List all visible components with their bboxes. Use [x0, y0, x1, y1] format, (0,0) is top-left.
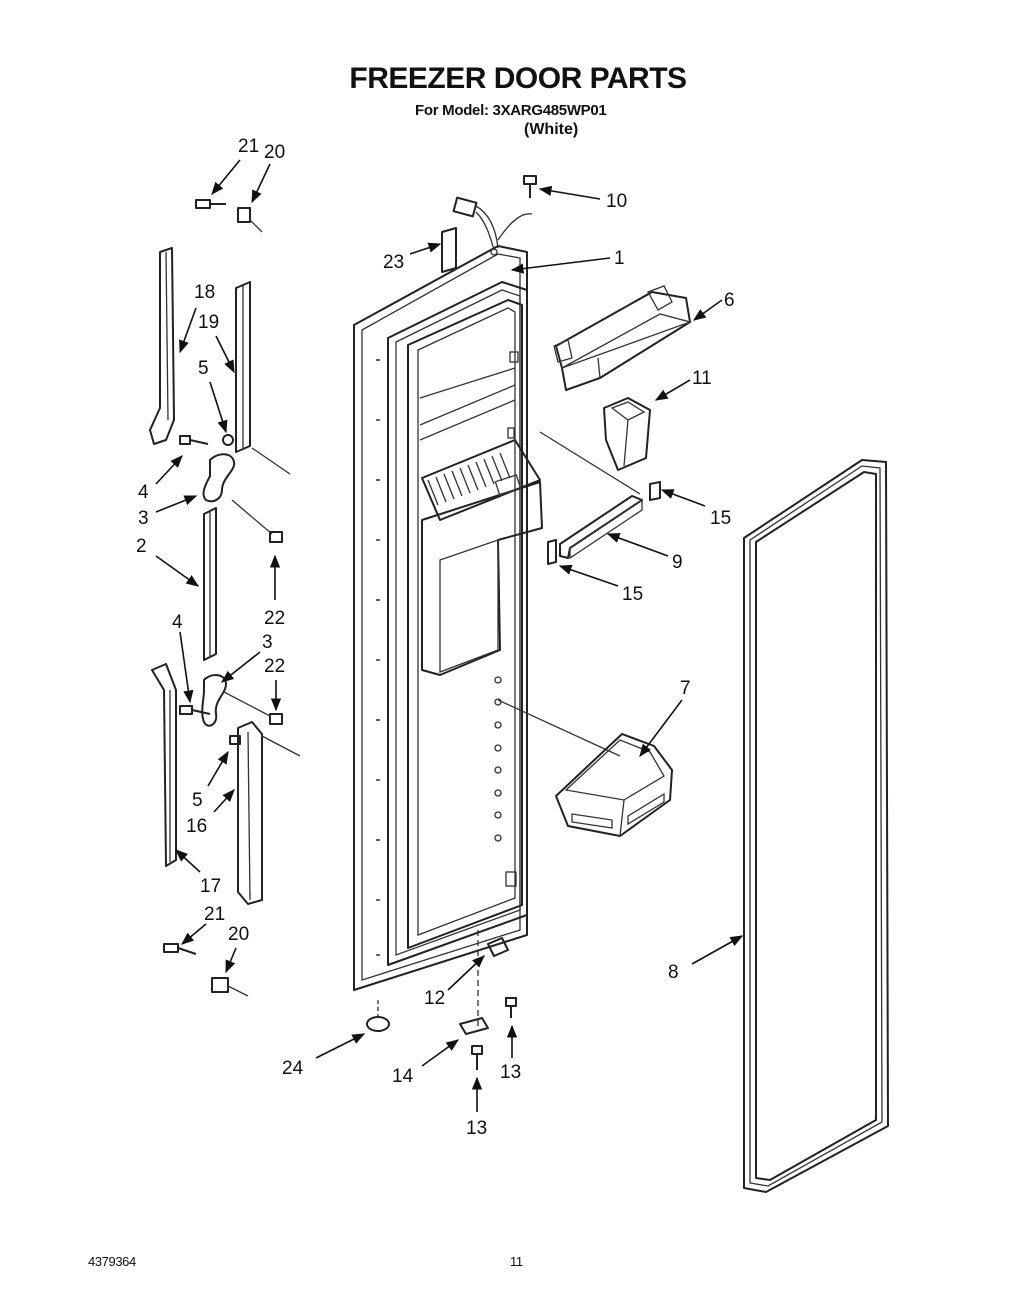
callout-1: 1	[614, 248, 625, 269]
bearing-part-12	[477, 930, 509, 1030]
callout-3: 3	[138, 508, 149, 529]
callout-4: 4	[172, 612, 183, 633]
screw-part-22-lower	[223, 691, 283, 725]
door-panel-part-1	[353, 245, 543, 991]
callout-4: 4	[138, 482, 149, 503]
callout-15: 15	[710, 508, 731, 529]
trim-part-19	[235, 281, 291, 475]
screw-part-13-right	[505, 997, 517, 1018]
callout-5: 5	[192, 790, 203, 811]
ice-grid	[421, 439, 541, 521]
screw-part-10	[523, 175, 537, 198]
callout-12: 12	[424, 988, 445, 1009]
callout-15: 15	[622, 584, 643, 605]
pin-part-5-upper	[222, 434, 234, 446]
callout-24: 24	[282, 1058, 304, 1079]
hinge-part-3-lower	[201, 674, 227, 727]
callout-20: 20	[228, 924, 249, 945]
wire-harness	[452, 196, 533, 256]
callout-22: 22	[264, 656, 285, 677]
callout-19: 19	[198, 312, 219, 333]
callout-18: 18	[194, 282, 215, 303]
bar-part-9	[559, 495, 643, 560]
callout-20: 20	[264, 142, 285, 163]
screw-part-21-bottom	[163, 943, 197, 955]
strip-part-23	[441, 227, 457, 273]
callout-8: 8	[668, 962, 679, 983]
callout-9: 9	[672, 552, 683, 573]
screw-part-4-upper	[179, 435, 209, 445]
clip-part-15-bottom	[547, 539, 557, 565]
model-color: (White)	[524, 121, 579, 138]
screw-part-4-lower	[179, 705, 211, 715]
callout-7: 7	[680, 678, 691, 699]
callout-14: 14	[392, 1066, 414, 1087]
callout-2: 2	[136, 536, 147, 557]
bin-part-7	[555, 733, 673, 837]
gasket-part-8	[743, 459, 889, 1193]
shelf-bin-part-6	[553, 285, 693, 391]
callout-21: 21	[238, 136, 259, 157]
trim-part-2	[203, 507, 217, 661]
callout-3: 3	[262, 632, 273, 653]
callout-23: 23	[383, 252, 404, 273]
page-number: 11	[510, 1254, 523, 1269]
leveler-part-24	[366, 1000, 390, 1032]
bracket-part-20-top	[237, 207, 263, 233]
trim-part-16	[237, 721, 301, 905]
ice-chute-part-11	[603, 397, 651, 471]
document-number: 4379364	[88, 1254, 136, 1269]
callout-22: 22	[264, 608, 285, 629]
hinge-part-17	[151, 663, 177, 867]
clip-part-15-top	[649, 481, 661, 501]
callout-13: 13	[500, 1062, 521, 1083]
screw-part-13-bottom	[471, 1045, 483, 1070]
callout-10: 10	[606, 191, 627, 212]
screw-part-22-upper	[231, 499, 283, 543]
callout-labels: 21 20 10 23 1 18 19 6 5 11 4 3 15 2 9 15…	[136, 136, 735, 1139]
pin-part-5-lower	[229, 735, 241, 745]
model-number: For Model: 3XARG485WP01	[415, 102, 607, 119]
callout-6: 6	[724, 290, 735, 311]
callout-21: 21	[204, 904, 225, 925]
callout-17: 17	[200, 876, 221, 897]
bracket-part-14	[459, 1017, 489, 1035]
bracket-part-20-bottom	[211, 977, 249, 997]
leader-lines	[155, 159, 744, 1112]
hinge-part-3-upper	[202, 453, 236, 503]
screw-part-21-top	[195, 199, 226, 209]
callout-13: 13	[466, 1118, 487, 1139]
diagram-title: FREEZER DOOR PARTS	[349, 62, 687, 95]
callout-5: 5	[198, 358, 209, 379]
hinge-part-18	[149, 247, 175, 445]
callout-11: 11	[692, 368, 712, 389]
callout-16: 16	[186, 816, 207, 837]
